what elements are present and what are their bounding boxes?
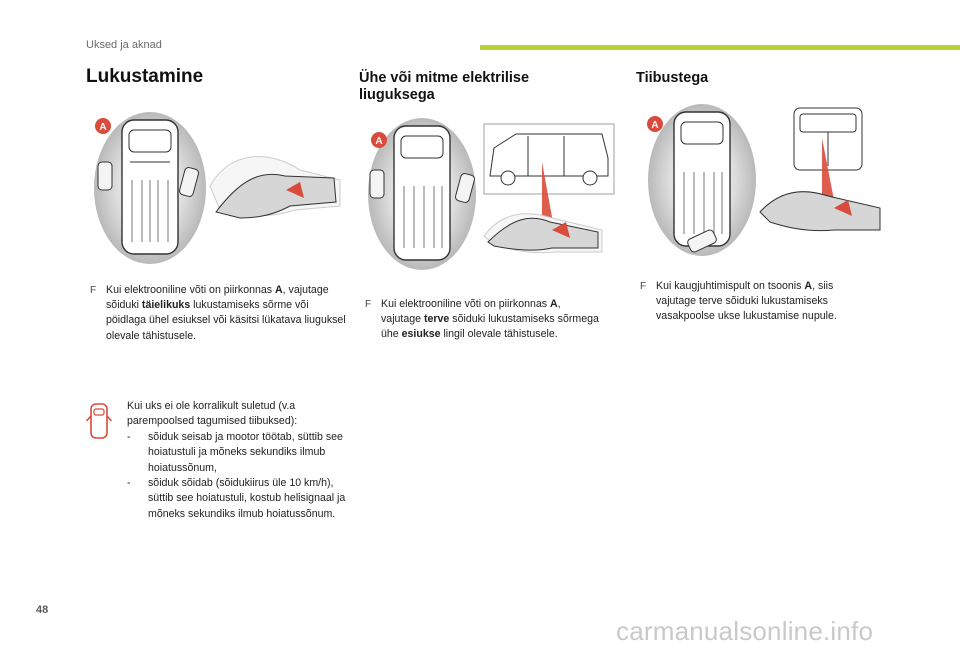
zone-a-label: A: [375, 136, 382, 147]
header-accent-bar: [480, 45, 960, 50]
zone-a-label: A: [651, 120, 658, 131]
bullet-icon: F: [90, 285, 97, 296]
heading-lukustamine: Lukustamine: [86, 66, 204, 87]
illustration-locking-sliding-door: A: [368, 118, 615, 270]
watermark: carmanualsonline.info: [616, 616, 874, 646]
warning-intro: Kui uks ei ole korralikult suletud (v.a …: [127, 400, 298, 428]
bullet-icon: F: [640, 281, 647, 292]
warning-item-2: -sõiduk sõidab (sõidukiirus üle 10 km/h)…: [127, 477, 346, 520]
illustration-locking-front-door: A: [94, 112, 341, 264]
heading-electric-sliding-doors: Ühe või mitme elektrilise liuguksega: [359, 70, 530, 103]
illustration-locking-wing-doors: A: [647, 104, 881, 256]
section-header: Uksed ja aknad: [86, 39, 162, 51]
zone-a-label: A: [99, 122, 106, 133]
warning-item-1: -sõiduk seisab ja mootor töötab, süttib …: [127, 430, 343, 474]
page-number: 48: [36, 604, 49, 616]
open-door-warning-icon: [86, 403, 112, 439]
paragraph-col3: F Kui kaugjuhtimispult on tsoonis A, sii…: [640, 280, 837, 323]
heading-tiibustega: Tiibustega: [636, 70, 709, 86]
paragraph-col2: F Kui elektrooniline võti on piirkonnas …: [365, 298, 599, 341]
paragraph-col1: F Kui elektrooniline võti on piirkonnas …: [90, 284, 346, 342]
bullet-icon: F: [365, 299, 372, 310]
